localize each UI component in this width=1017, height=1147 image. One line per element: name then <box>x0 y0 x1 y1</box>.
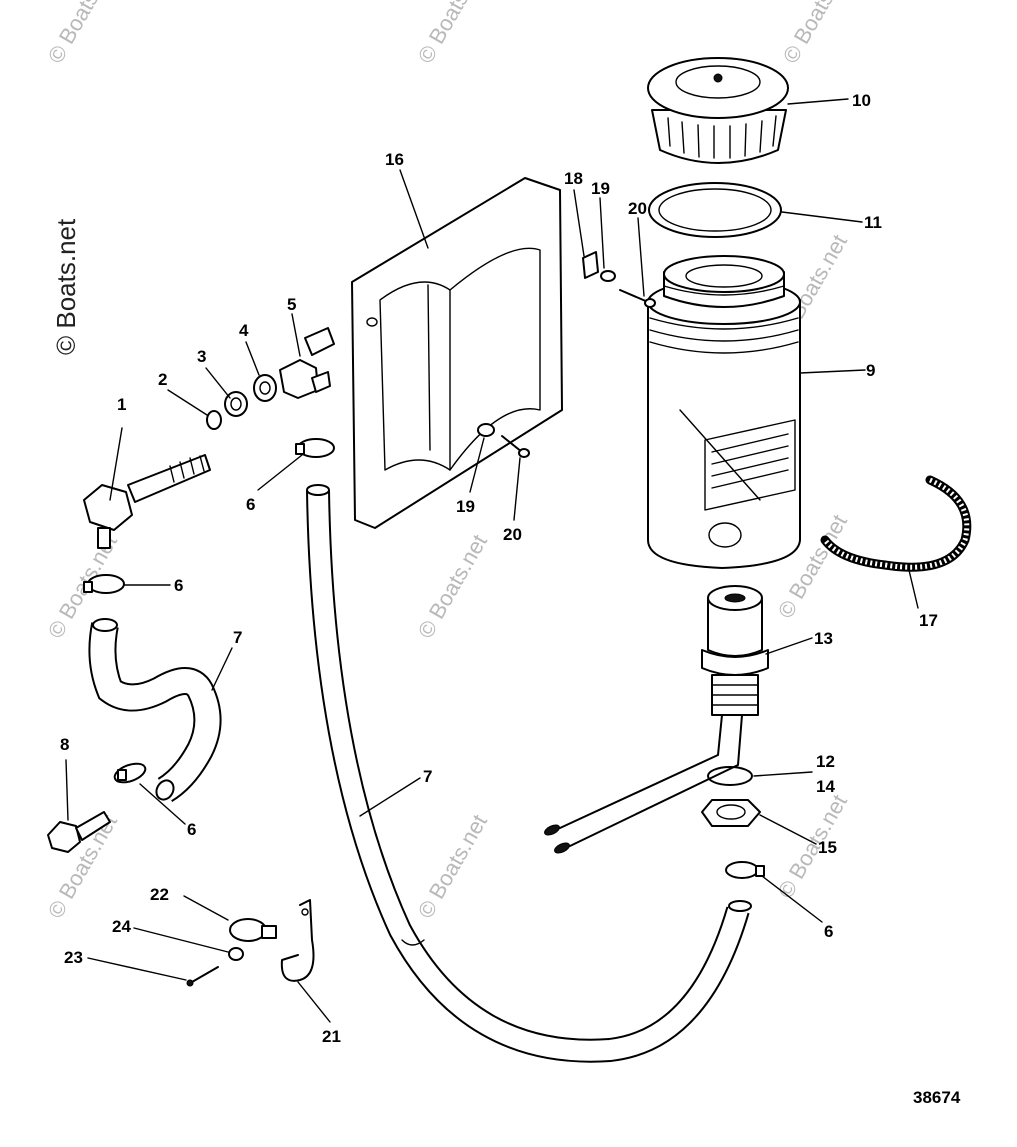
part-clamp-22 <box>229 918 277 942</box>
callout-20: 20 <box>628 199 647 218</box>
callout-14: 14 <box>816 777 835 796</box>
part-bracket <box>351 177 563 529</box>
part-washer-3 <box>224 391 248 417</box>
part-gasket <box>648 182 782 238</box>
callout-13: 13 <box>814 629 833 648</box>
callout-17: 17 <box>919 611 938 630</box>
callout-7: 7 <box>423 767 432 786</box>
watermark-tile: © Boats.net <box>413 0 492 67</box>
callout-22: 22 <box>150 885 169 904</box>
part-clamp <box>295 438 335 458</box>
callout-6: 6 <box>174 576 183 595</box>
callout-19: 19 <box>591 179 610 198</box>
part-washer-2 <box>206 410 222 430</box>
callout-20: 20 <box>503 525 522 544</box>
part-washer-upper <box>600 270 616 282</box>
callout-4: 4 <box>239 321 249 340</box>
watermark-tile: © Boats.net <box>773 790 852 902</box>
callout-24: 24 <box>112 917 131 936</box>
callout-6: 6 <box>824 922 833 941</box>
part-nut <box>701 799 761 827</box>
callout-8: 8 <box>60 735 69 754</box>
part-washer-lower <box>477 423 495 437</box>
leader-lines <box>65 98 919 1023</box>
part-clamp <box>113 762 147 784</box>
callout-6: 6 <box>246 495 255 514</box>
callout-21: 21 <box>322 1027 341 1046</box>
callout-5: 5 <box>287 295 296 314</box>
callout-7: 7 <box>233 628 242 647</box>
part-washer-24 <box>228 947 244 961</box>
callout-18: 18 <box>564 169 583 188</box>
callout-10: 10 <box>852 91 871 110</box>
part-screw-23 <box>186 966 219 987</box>
callout-19: 19 <box>456 497 475 516</box>
watermark-tile: © Boats.net <box>413 810 492 922</box>
part-wire-loom <box>820 475 972 572</box>
part-screw-lower <box>501 435 530 458</box>
callout-1: 1 <box>117 395 126 414</box>
part-clip <box>582 251 599 279</box>
watermark-tile: © Boats.net <box>778 0 857 67</box>
watermark-tile: © Boats.net <box>43 0 122 67</box>
watermark-tile: © Boats.net <box>413 530 492 642</box>
part-clamp <box>725 861 765 879</box>
part-cap <box>647 57 789 164</box>
callout-11: 11 <box>864 213 882 232</box>
part-sender <box>544 585 769 854</box>
part-elbow-fitting <box>83 454 211 549</box>
callout-3: 3 <box>197 347 206 366</box>
callout-labels: 1 2 3 4 5 6 6 7 8 6 7 16 18 19 20 19 20 … <box>60 91 938 1046</box>
callout-16: 16 <box>385 150 404 169</box>
callout-12: 12 <box>816 752 835 771</box>
figure-number: 38674 <box>913 1088 961 1107</box>
watermark-main: © Boats.net <box>51 218 81 355</box>
part-screw-upper <box>619 289 656 308</box>
part-clamp <box>83 574 125 594</box>
part-fitting <box>47 811 111 853</box>
callout-6: 6 <box>187 820 196 839</box>
callout-15: 15 <box>818 838 837 857</box>
callout-23: 23 <box>64 948 83 967</box>
part-p-clamp <box>280 899 315 982</box>
part-hose-short <box>88 618 222 803</box>
part-hose-long <box>306 484 752 1063</box>
part-washer <box>707 766 753 786</box>
callout-2: 2 <box>158 370 167 389</box>
part-nut-4 <box>253 374 277 402</box>
part-reservoir <box>647 255 801 569</box>
callout-9: 9 <box>866 361 875 380</box>
part-elbow <box>279 327 335 399</box>
